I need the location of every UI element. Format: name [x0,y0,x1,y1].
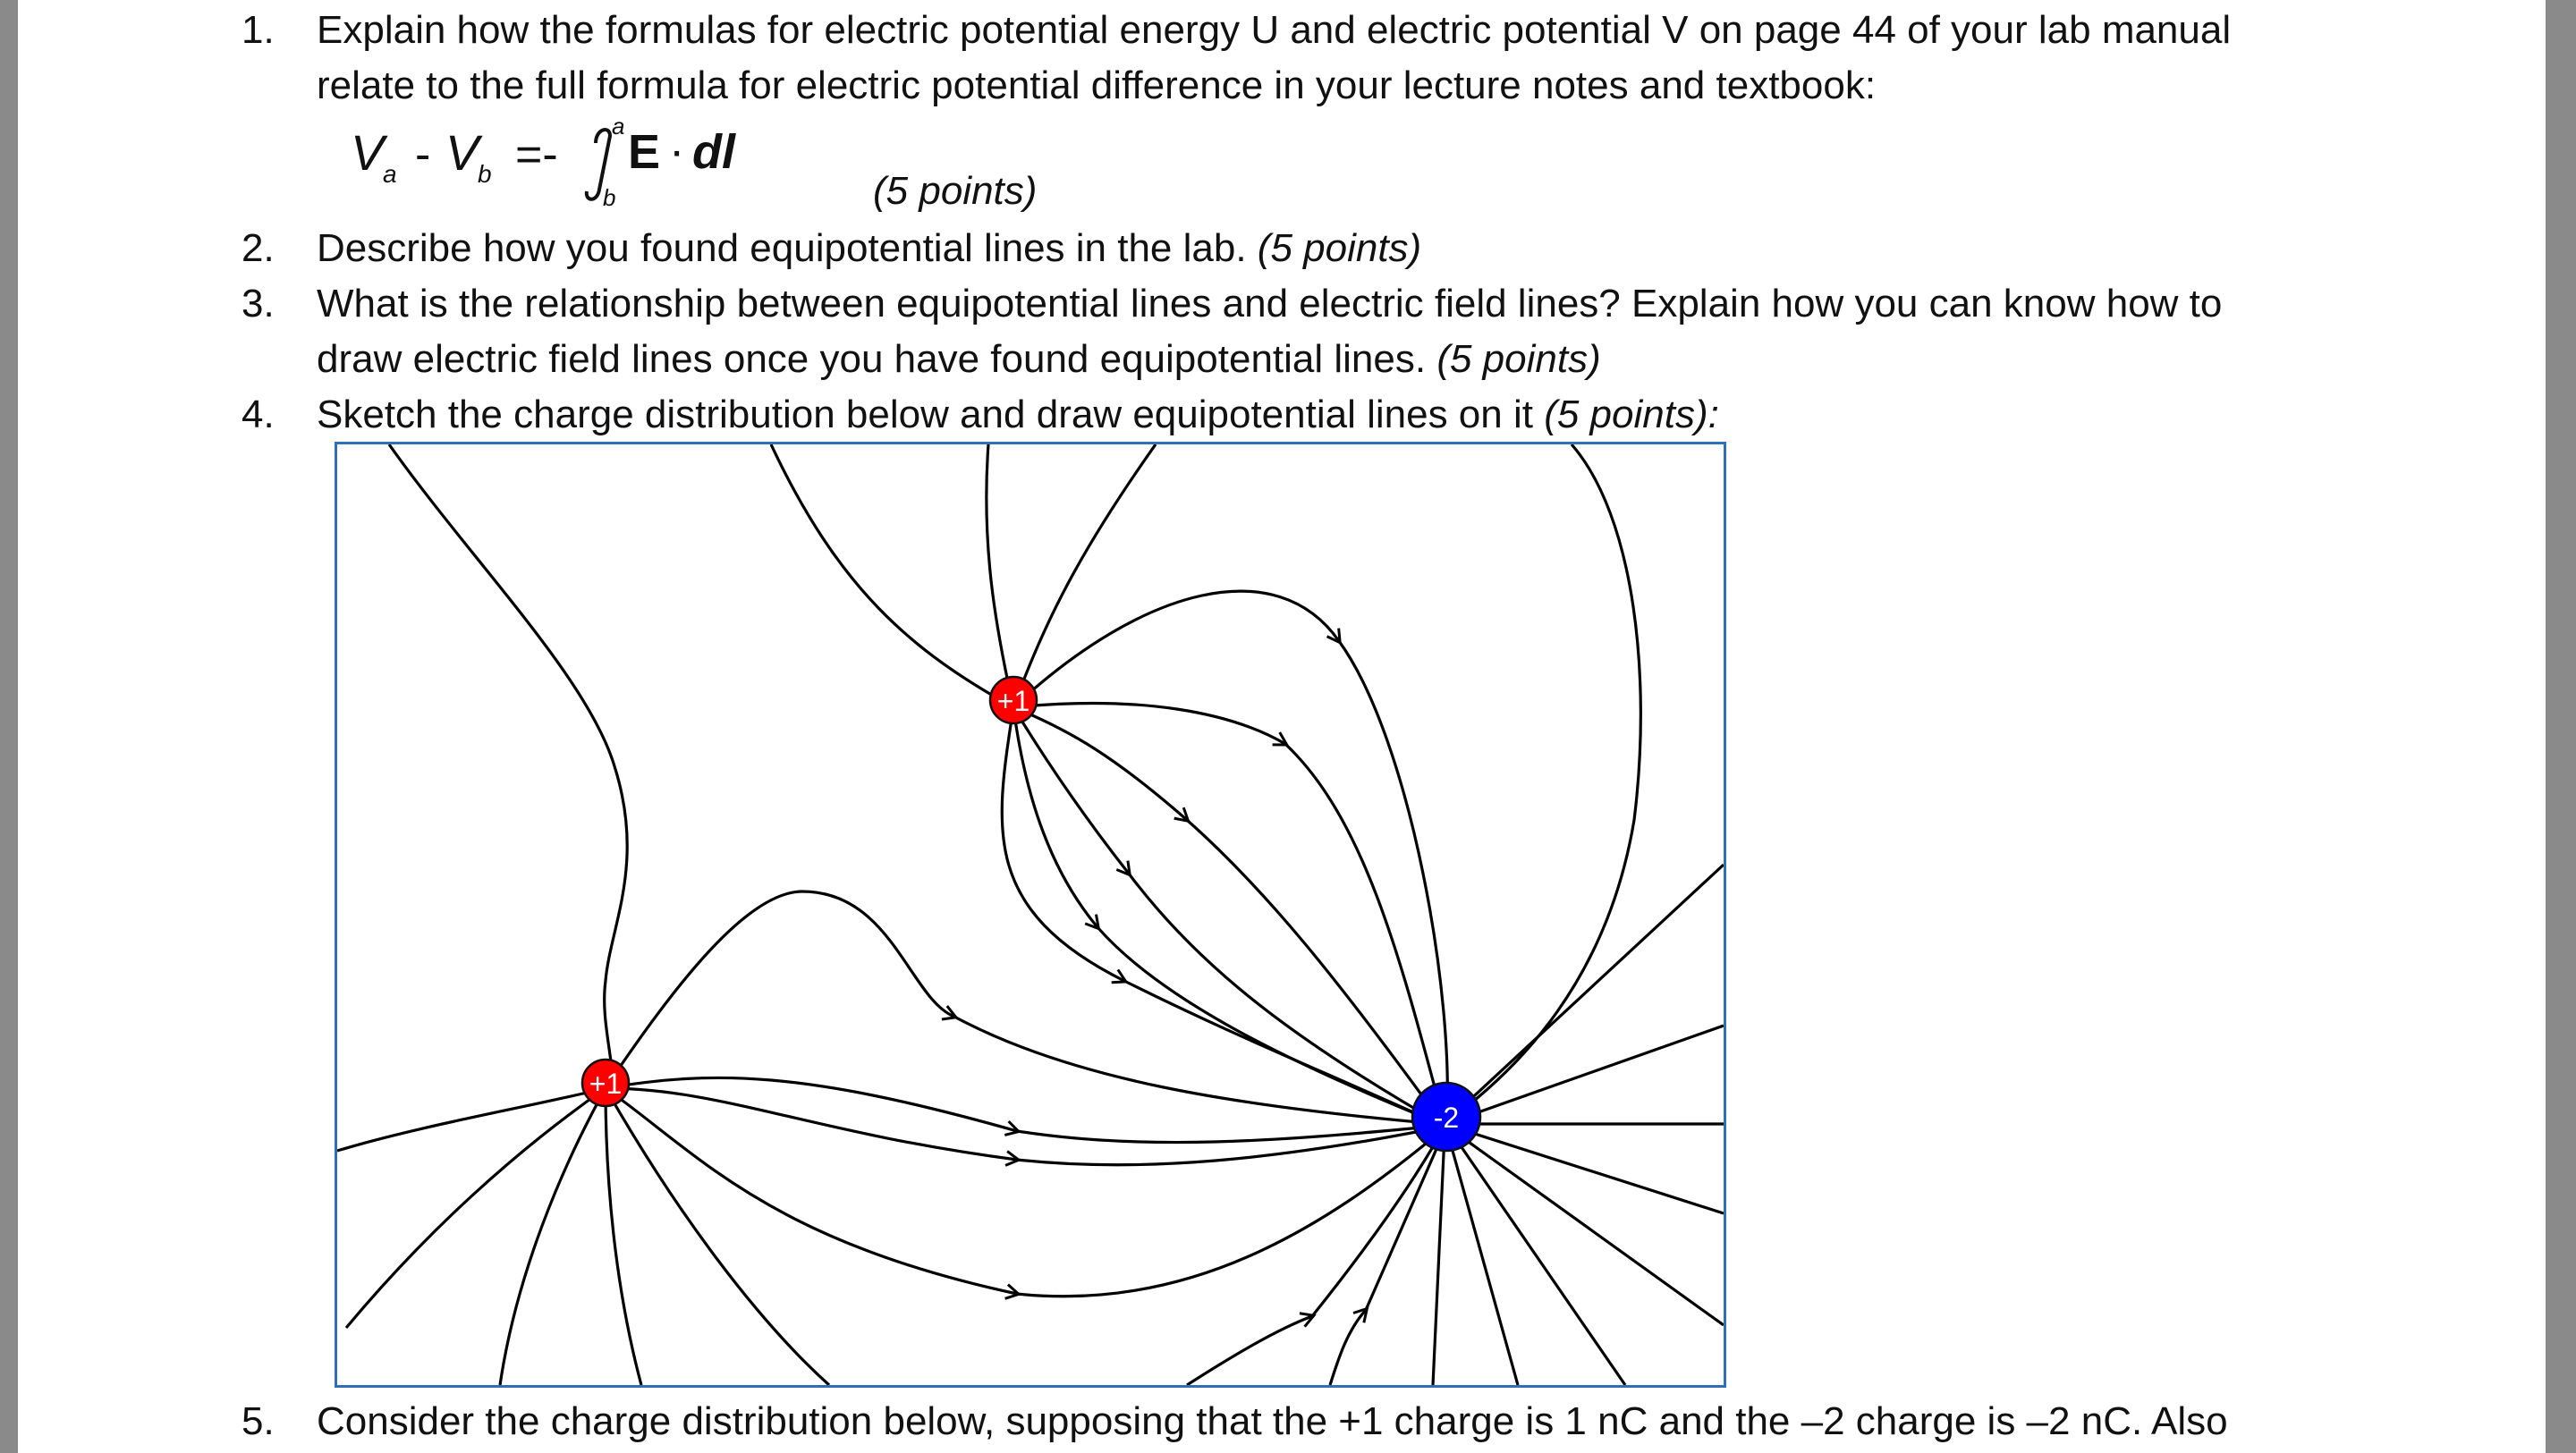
field-line [1450,1132,1627,1385]
formula-e-vector: E [628,125,660,179]
field-lines [337,444,1724,1385]
charge-lower-plus-circle [580,1058,631,1108]
field-line [1453,1129,1724,1327]
field-line [1123,979,1440,1126]
charge-lower-plus: +1 [580,1058,631,1108]
formula-va: V [351,124,388,181]
field-lines-figure: +1 +1 -2 [335,442,1726,1388]
document-page: 1. Explain how the formulas for electric… [18,0,2546,1453]
field-line [604,1087,643,1385]
question-3-number: 3. [242,282,275,325]
question-3-line2: draw electric field lines once you have … [317,340,1601,379]
formula-vb: V [445,124,483,181]
field-line [337,1086,606,1153]
field-line [1000,706,1129,984]
field-line [498,1087,607,1385]
question-2-text: Describe how you found equipotential lin… [317,226,1258,270]
question-3-points: (5 points) [1436,337,1601,381]
field-line [604,1087,831,1385]
question-4-line: Sketch the charge distribution below and… [317,395,1719,435]
charge-upper-plus-label: +1 [997,685,1030,717]
question-1-number: 1. [242,8,275,52]
question-3-text-line2: draw electric field lines once you have … [317,337,1437,381]
field-line [1454,1024,1724,1122]
field-line [1284,742,1446,1125]
field-line [1450,863,1724,1119]
field-line [1445,444,1642,1124]
formula-va-subscript: a [383,160,397,188]
integral-lower-limit: b [603,184,615,211]
question-5-text: Consider the charge distribution below, … [317,1399,2228,1443]
question-1-text-line2: relate to the full formula for electric … [317,63,1877,107]
field-line [1364,1134,1445,1311]
field-line [1016,1129,1443,1298]
field-line [985,444,1015,708]
formula-minus: - [415,129,430,181]
field-line [387,444,629,1062]
field-line [1016,1124,1440,1145]
charge-lower-plus-label: +1 [589,1068,622,1100]
field-line [605,1086,1021,1300]
question-2-points: (5 points) [1257,226,1422,270]
charge-minus-two: -2 [1411,1081,1482,1153]
field-line [1012,589,1342,709]
formula-dl: dl [692,125,736,179]
question-1-points: (5 points) [873,169,1038,213]
integral-sign-icon [584,128,613,201]
charge-minus-two-label: -2 [1434,1102,1459,1134]
field-line [1012,706,1101,931]
formula-equals-minus: =- [515,129,558,181]
field-line [1431,1134,1446,1385]
question-2-number: 2. [242,226,275,270]
question-4-text: Sketch the charge distribution below and… [317,393,1545,436]
field-line [1012,706,1132,877]
field-line [1310,1132,1443,1317]
question-1-text-line1: Explain how the formulas for electric po… [317,8,2232,52]
field-line [1337,640,1449,1125]
question-4-points: (5 points): [1544,393,1719,436]
field-line [1186,1312,1317,1385]
field-line [605,1076,1021,1136]
charge-minus-two-circle [1411,1081,1482,1153]
field-line [1446,1134,1520,1385]
field-line [344,1086,606,1330]
field-line [1012,444,1157,708]
charge-upper-plus-circle [988,675,1038,725]
charge-upper-plus: +1 [988,675,1038,725]
formula-svg: V a - V b =- a b E · dl [351,113,736,211]
formula-vb-subscript: b [478,160,492,188]
field-line [1185,818,1445,1125]
field-lines-svg: +1 +1 -2 [337,444,1724,1385]
question-2-line: Describe how you found equipotential lin… [317,229,1421,268]
field-line [953,1015,1440,1126]
question-4-number: 4. [242,393,275,436]
field-line [1013,705,1191,824]
question-5-number: 5. [242,1399,275,1443]
field-line [1454,1126,1724,1215]
field-line [604,890,959,1089]
field-line [1016,1126,1440,1167]
field-line [1127,873,1442,1126]
formula-dot: · [669,125,684,177]
question-3-text-line1: What is the relationship between equipot… [317,282,2223,325]
field-line [1328,1306,1369,1385]
field-line [769,444,1014,709]
integral-upper-limit: a [612,113,624,139]
field-line [605,1086,1021,1167]
field-line [1013,701,1290,747]
